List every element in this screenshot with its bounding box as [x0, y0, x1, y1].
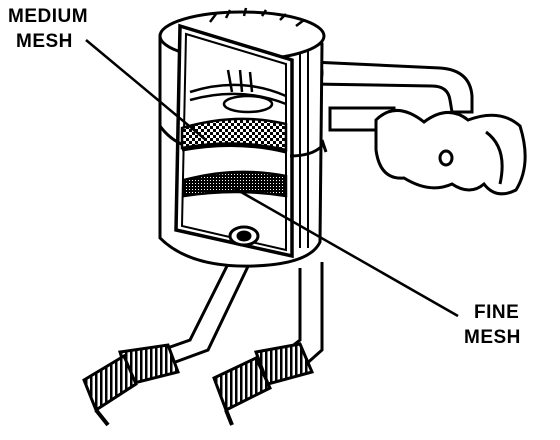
center-tube [189, 69, 287, 114]
mounting-bracket [374, 109, 527, 196]
medium-mesh-label: MEDIUM MESH [8, 4, 88, 54]
fine-mesh-label-line1: FINE [474, 302, 520, 323]
medium-mesh-label-line2: MESH [16, 31, 73, 52]
fine-mesh-screen [182, 170, 288, 198]
leader-line-medium-mesh [85, 39, 207, 141]
medium-mesh-label-line1: MEDIUM [8, 6, 89, 27]
fine-mesh-label-line2: MESH [464, 327, 521, 348]
left-hose-fitting [82, 343, 180, 427]
right-hose-fitting [212, 342, 315, 426]
fine-mesh-label: FINE MESH [464, 300, 521, 350]
medium-mesh-screen [180, 117, 288, 154]
leader-line-fine-mesh [233, 186, 459, 318]
bowl-drain-outlet [228, 225, 260, 247]
